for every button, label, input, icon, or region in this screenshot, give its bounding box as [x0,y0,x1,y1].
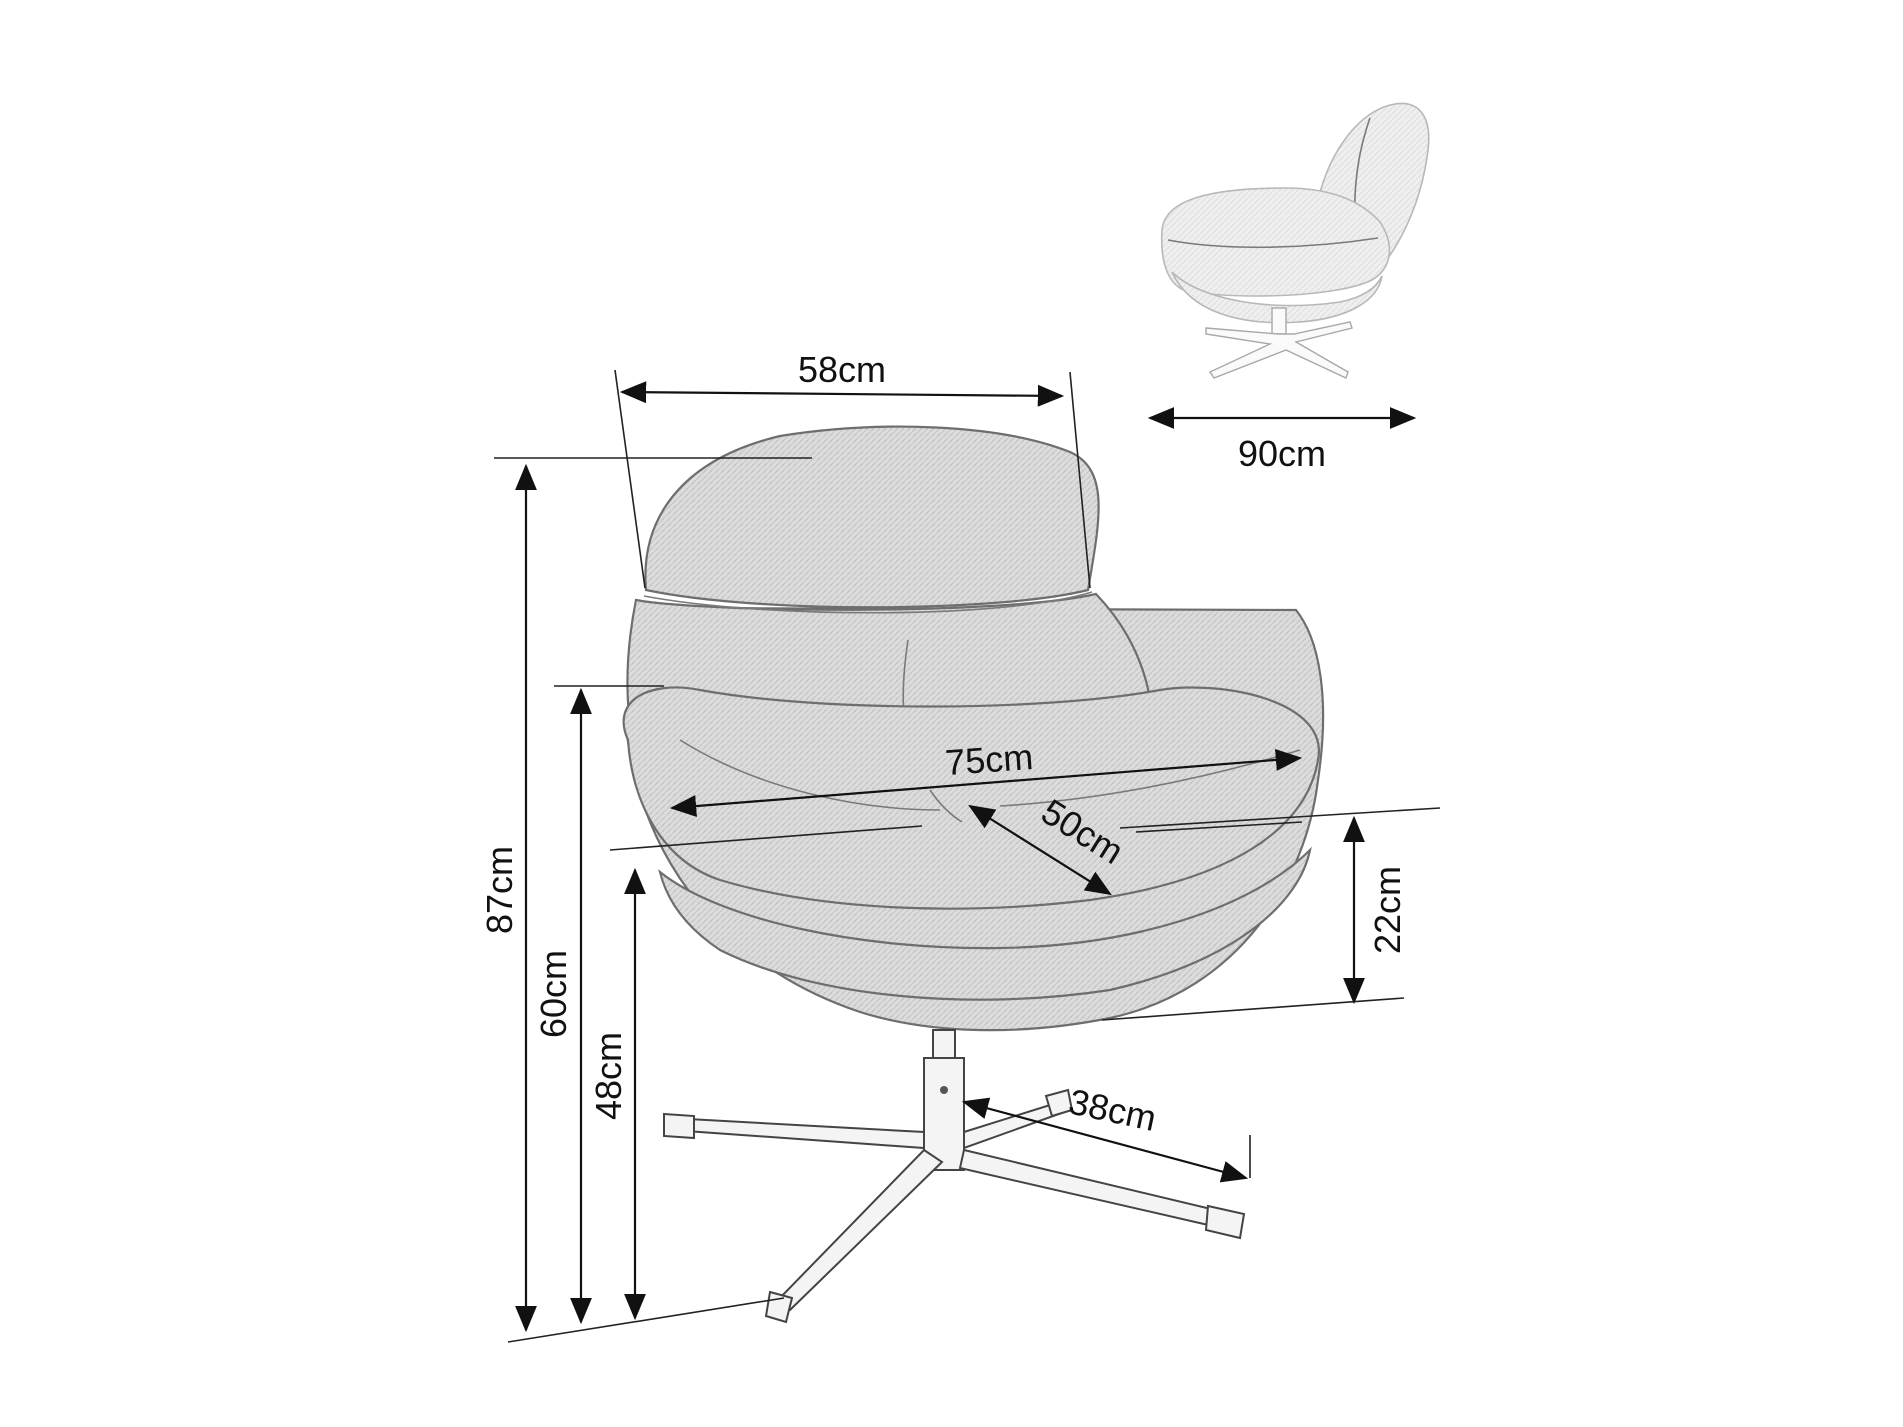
chair-foot-back-left [663,1112,695,1140]
side-chair-shell [1171,271,1383,324]
chair-base-leg-front-left [774,1148,944,1312]
dim-line-top-width [619,381,1065,407]
side-view-chair [1160,102,1430,379]
side-chair-column [1271,307,1287,335]
label-arm-height: 60cm [533,950,574,1038]
chair-base-leg-front-right [958,1148,1234,1232]
chair-bottom-lip [658,846,1312,1001]
main-chair [622,425,1325,1324]
label-top-width: 58cm [798,349,886,390]
chair-column-upper [932,1029,956,1061]
dim-line-base-radius [961,1097,1249,1183]
label-seat-width: 75cm [944,736,1035,783]
chair-foot-front-right [1204,1204,1246,1240]
chair-base-leg-back-left [668,1116,925,1150]
chair-back-seam [643,591,1093,614]
chair-back-cushion [644,425,1100,609]
dim-line-seat-depth [968,804,1112,896]
dimension-lines [515,381,1417,1333]
label-total-height: 87cm [479,846,520,934]
label-base-radius: 38cm [1065,1081,1160,1139]
side-chair-seat [1160,187,1391,297]
side-chair-base [1205,321,1353,379]
dim-line-seat-width [669,748,1303,818]
chair-column-lower [923,1057,965,1171]
chair-column-bolt [940,1086,948,1094]
label-seat-height: 48cm [588,1032,629,1120]
label-seat-thickness: 22cm [1367,866,1408,954]
chair-foot-front-left [764,1290,794,1324]
label-side-depth: 90cm [1238,433,1326,474]
side-chair-seat-seam [1167,237,1379,249]
